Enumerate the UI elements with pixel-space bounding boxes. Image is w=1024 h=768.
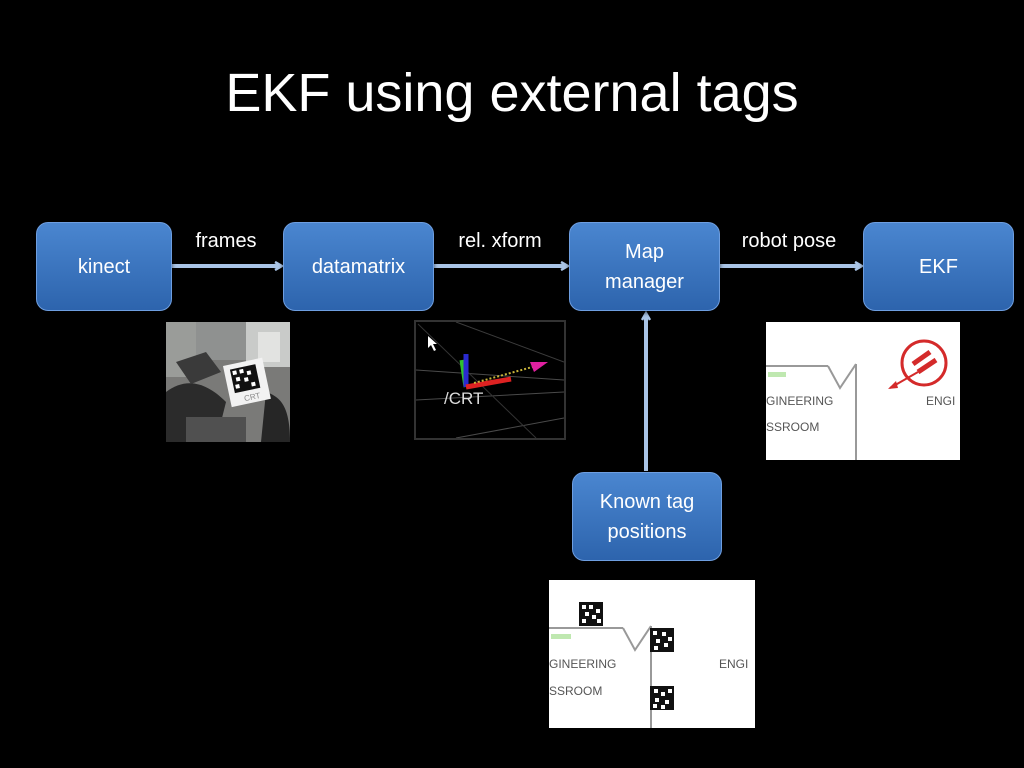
robot-pose-map-drawing: GINEERING SSROOM ENGI xyxy=(766,322,960,460)
tag-marker-2 xyxy=(650,628,674,652)
node-known-tags-label-line1: Known tag xyxy=(599,490,695,513)
node-known-tag-positions: Known tag positions xyxy=(572,472,722,561)
node-kinect: kinect xyxy=(36,222,172,311)
tag-marker-1 xyxy=(579,602,603,626)
node-kinect-label: kinect xyxy=(77,255,131,278)
edge-label-robot-pose: robot pose xyxy=(741,230,837,252)
tag-positions-map-image: GINEERING SSROOM ENGI xyxy=(549,580,755,728)
tag-label-text: CRT xyxy=(243,391,261,403)
tf-frame-image: /CRT xyxy=(414,320,566,440)
tf-frame-label: /CRT xyxy=(444,389,483,408)
node-ekf: EKF xyxy=(863,222,1014,311)
tag-positions-map-drawing: GINEERING SSROOM ENGI xyxy=(549,580,755,728)
tag-map-label-engineering-right: ENGI xyxy=(719,657,748,671)
robot-pose-map-image: GINEERING SSROOM ENGI xyxy=(766,322,960,460)
kinect-frame-image: CRT xyxy=(166,322,290,442)
tag-map-label-classroom: SSROOM xyxy=(549,684,602,698)
tf-frame-drawing: /CRT xyxy=(416,322,564,438)
tag-marker-3 xyxy=(650,686,674,710)
tag-map-label-engineering: GINEERING xyxy=(549,657,616,671)
edge-label-frames: frames xyxy=(195,230,257,252)
node-map-manager-label-line1: Map xyxy=(625,240,664,263)
kinect-frame-drawing: CRT xyxy=(166,322,290,442)
node-map-manager-label-line2: manager xyxy=(605,270,684,293)
node-datamatrix-label: datamatrix xyxy=(311,255,406,278)
node-known-tags-label-line2: positions xyxy=(607,520,687,543)
edge-label-rel-xform: rel. xform xyxy=(458,230,542,252)
map-label-classroom: SSROOM xyxy=(766,420,819,434)
map-label-engineering-right: ENGI xyxy=(926,394,955,408)
map-label-engineering: GINEERING xyxy=(766,394,833,408)
node-datamatrix: datamatrix xyxy=(283,222,434,311)
node-map-manager: Map manager xyxy=(569,222,720,311)
node-ekf-label: EKF xyxy=(919,255,958,278)
slide-title: EKF using external tags xyxy=(225,63,799,123)
